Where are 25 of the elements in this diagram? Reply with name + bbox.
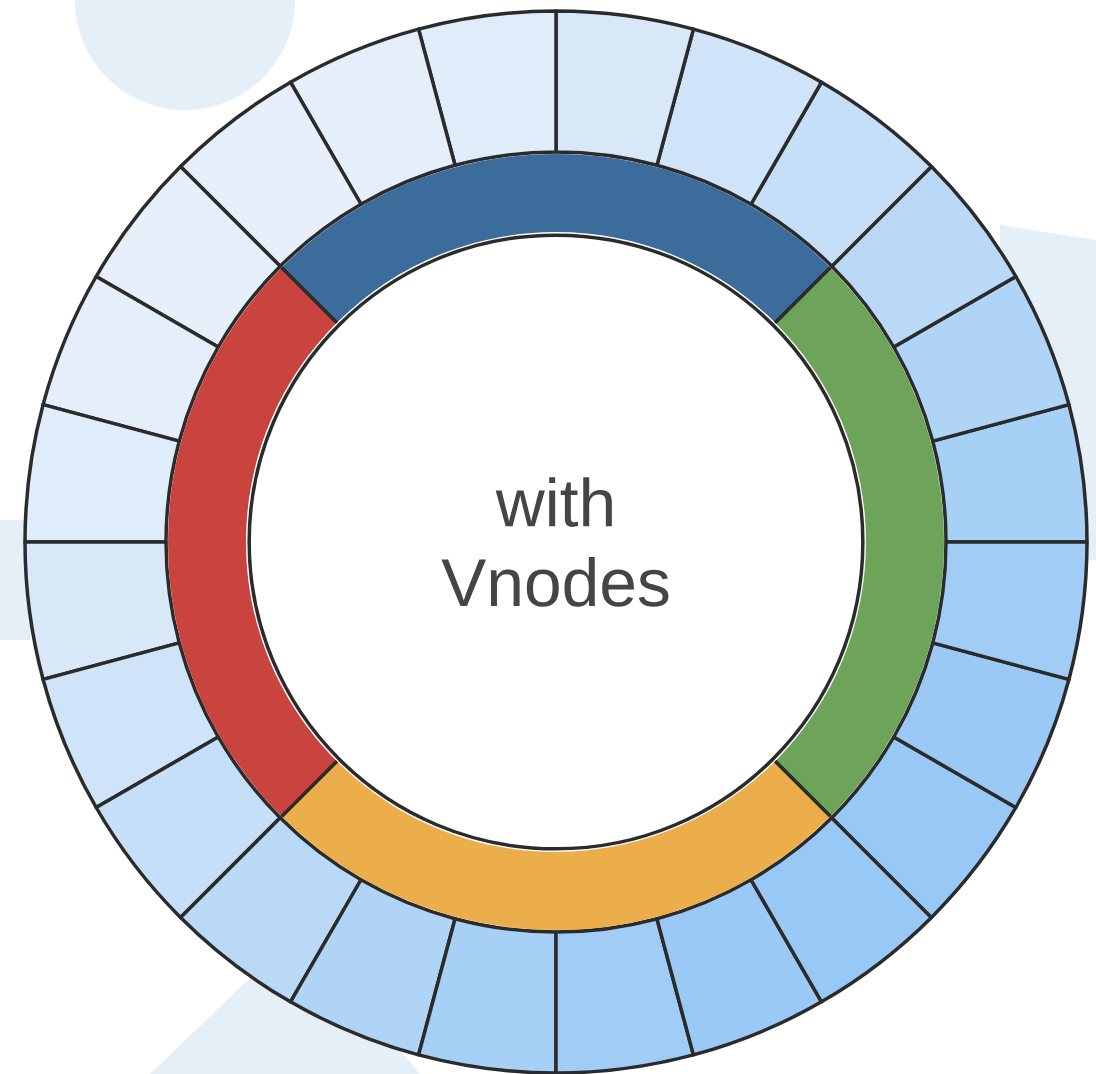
ring-segment (178, 80, 363, 268)
ring-segment (94, 735, 282, 920)
ring-arc (168, 265, 339, 819)
ring-segment (178, 816, 363, 1004)
ring-segment (288, 878, 457, 1057)
ring-segment (94, 164, 282, 349)
ring-segment (930, 402, 1089, 544)
ring-segment (892, 641, 1071, 810)
ring-segment (416, 916, 558, 1074)
ring-segment (554, 916, 696, 1074)
ring-segment (749, 816, 934, 1004)
ring-segment (930, 540, 1089, 682)
ring-segment (830, 735, 1018, 920)
ring-segment (288, 27, 457, 206)
ring-segment (41, 274, 220, 443)
ring-segment (41, 641, 220, 810)
ring-segment (23, 402, 182, 544)
ring-segment (655, 878, 824, 1057)
ring-segment (830, 164, 1018, 349)
ring-segment (892, 274, 1071, 443)
ring-segment (749, 80, 934, 268)
ring-segment (23, 540, 182, 682)
ring-segment (554, 9, 696, 168)
ring-segment (655, 27, 824, 206)
ring-segment (416, 9, 558, 168)
